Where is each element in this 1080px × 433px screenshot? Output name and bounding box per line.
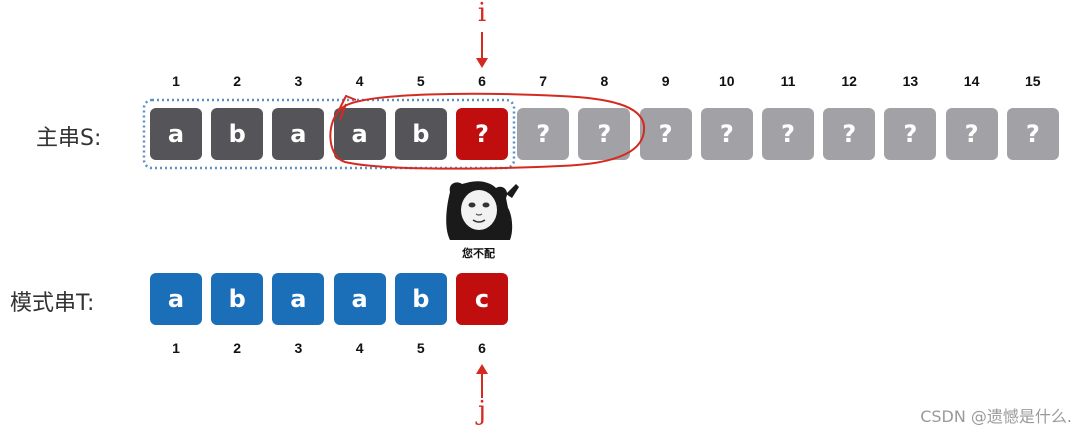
main-cell-3: a (272, 108, 325, 160)
pattern-cell-2: b (211, 273, 264, 325)
main-index-12: 12 (841, 73, 857, 89)
main-cell-13: ? (884, 108, 937, 160)
pattern-index-4: 4 (355, 340, 364, 356)
pointer-i-arrow-head (476, 58, 488, 68)
pointer-j-arrow-head (476, 364, 488, 374)
pointer-i-label: i (477, 0, 487, 28)
main-cell-1: a (150, 108, 202, 160)
main-index-2: 2 (233, 73, 242, 89)
main-cell-8: ? (578, 108, 631, 160)
pattern-cell-6: c (456, 273, 508, 325)
pattern-index-1: 1 (172, 340, 180, 356)
pattern-index-6: 6 (478, 340, 486, 356)
main-cell-9: ? (639, 108, 692, 160)
meme-caption: 您不配 (462, 247, 495, 260)
main-index-9: 9 (661, 73, 670, 89)
pointer-j-label: j (477, 396, 487, 426)
pattern-index-2: 2 (233, 340, 242, 356)
main-cell-5: b (394, 108, 447, 160)
main-index-4: 4 (355, 73, 364, 89)
main-cell-15: ? (1006, 108, 1059, 160)
pattern-cell-3: a (272, 273, 325, 325)
main-index-15: 15 (1025, 73, 1041, 89)
main-cell-2: b (211, 108, 264, 160)
matched-prefix-dotted-box (142, 98, 516, 170)
hand-drawn-tick (337, 94, 357, 121)
pattern-cell-5: b (394, 273, 447, 325)
main-index-11: 11 (780, 73, 796, 89)
pattern-cell-1: a (150, 273, 202, 325)
main-index-1: 1 (172, 73, 180, 89)
main-index-8: 8 (600, 73, 609, 89)
main-index-14: 14 (963, 73, 980, 89)
main-cell-12: ? (823, 108, 876, 160)
main-index-3: 3 (294, 73, 303, 89)
main-string-label: 主串S: (36, 126, 102, 151)
main-index-5: 5 (416, 73, 425, 89)
panda-meme-icon (446, 181, 519, 240)
pattern-index-5: 5 (416, 340, 425, 356)
main-index-13: 13 (902, 73, 919, 89)
hand-drawn-circle (329, 92, 646, 170)
pattern-index-3: 3 (294, 340, 303, 356)
main-index-10: 10 (719, 73, 735, 89)
main-index-6: 6 (478, 73, 486, 89)
main-cell-6: ? (456, 108, 508, 160)
pattern-string-label: 模式串T: (10, 291, 95, 316)
csdn-watermark: CSDN @遗憾是什么. (920, 407, 1072, 426)
main-cell-14: ? (945, 108, 998, 160)
main-cell-7: ? (517, 108, 570, 160)
main-cell-11: ? (762, 108, 814, 160)
main-cell-10: ? (700, 108, 753, 160)
pattern-cell-4: a (333, 273, 386, 325)
main-index-7: 7 (539, 73, 548, 89)
